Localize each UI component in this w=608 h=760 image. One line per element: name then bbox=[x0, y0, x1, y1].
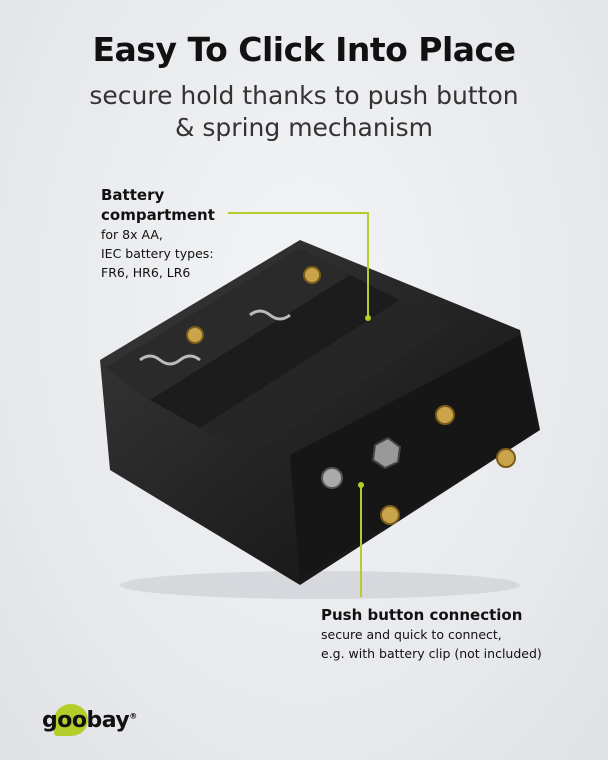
callout-text: for 8x AA, bbox=[101, 227, 163, 242]
callout-title: Battery bbox=[101, 186, 165, 204]
callout-battery-compartment: Battery compartment for 8x AA, IEC batte… bbox=[101, 185, 215, 282]
subtitle-line: secure hold thanks to push button bbox=[89, 81, 519, 110]
callout-title: compartment bbox=[101, 206, 215, 224]
brand-name: goobay bbox=[42, 708, 130, 733]
subtitle-line: & spring mechanism bbox=[174, 113, 434, 142]
registered-mark: ® bbox=[129, 711, 137, 721]
callout-line-battery bbox=[228, 212, 369, 318]
callout-push-button: Push button connection secure and quick … bbox=[321, 605, 542, 663]
callout-text: IEC battery types: bbox=[101, 246, 214, 261]
callout-text: secure and quick to connect, bbox=[321, 627, 502, 642]
callout-text: e.g. with battery clip (not included) bbox=[321, 646, 542, 661]
callout-text: FR6, HR6, LR6 bbox=[101, 265, 191, 280]
callout-title: Push button connection bbox=[321, 606, 523, 624]
goobay-logo: goobay® bbox=[42, 704, 137, 736]
subheadline: secure hold thanks to push button & spri… bbox=[0, 80, 608, 144]
headline: Easy To Click Into Place bbox=[92, 30, 517, 69]
